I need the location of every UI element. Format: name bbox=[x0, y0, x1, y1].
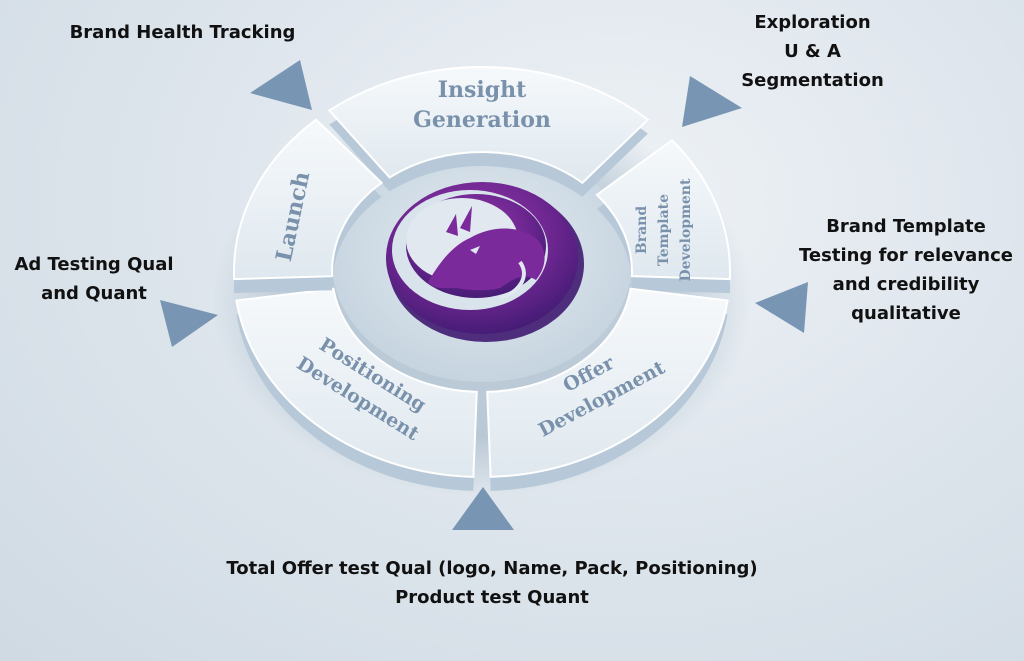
segment-face bbox=[595, 138, 731, 281]
segment-label-line: Brand bbox=[634, 206, 650, 254]
annotation-line: Segmentation bbox=[741, 70, 884, 91]
annotation-line: Brand Health Tracking bbox=[69, 22, 296, 43]
annotation-line: Exploration bbox=[754, 12, 871, 33]
segment-label-line: Development bbox=[678, 178, 694, 281]
arrow-total-offer bbox=[452, 487, 514, 530]
segment-face bbox=[486, 287, 729, 478]
arrow-exploration bbox=[682, 76, 742, 127]
annotation-line: U & A bbox=[784, 41, 841, 62]
annotation-ad-testing: Ad Testing Qual and Quant bbox=[6, 250, 182, 308]
arrow-brand-template-testing bbox=[755, 282, 808, 333]
annotation-line: Testing for relevance bbox=[799, 245, 1013, 266]
annotation-line: Ad Testing Qual bbox=[14, 254, 174, 275]
annotation-line: qualitative bbox=[851, 303, 961, 324]
annotation-brand-health-tracking: Brand Health Tracking bbox=[60, 18, 305, 47]
segment-label-line: Generation bbox=[413, 107, 551, 133]
annotation-total-offer: Total Offer test Qual (logo, Name, Pack,… bbox=[222, 554, 762, 612]
segment-face bbox=[235, 287, 478, 478]
annotation-line: Total Offer test Qual (logo, Name, Pack,… bbox=[226, 558, 758, 579]
annotation-line: Product test Quant bbox=[395, 587, 589, 608]
annotation-line: Brand Template bbox=[826, 216, 986, 237]
segment-brand-template-development: Brand Template Development bbox=[595, 138, 731, 294]
annotation-brand-template-testing: Brand Template Testing for relevance and… bbox=[790, 212, 1022, 328]
segment-launch: Launch bbox=[233, 118, 384, 294]
annotation-line: and credibility bbox=[832, 274, 980, 295]
annotation-line: and Quant bbox=[41, 283, 147, 304]
segment-positioning-development: PositioningDevelopment bbox=[235, 287, 478, 491]
dragon-emblem-icon bbox=[386, 182, 584, 342]
arrows-layer bbox=[160, 60, 808, 530]
segment-label-line: Insight bbox=[438, 77, 527, 103]
segment-face bbox=[233, 118, 384, 281]
arrow-ad-testing bbox=[160, 300, 218, 347]
segment-label: Brand Template Development bbox=[634, 178, 694, 281]
segment-offer-development: OfferDevelopment bbox=[486, 287, 729, 491]
segment-face bbox=[327, 66, 650, 185]
segment-label-line: Template bbox=[656, 194, 672, 266]
arrow-brand-health bbox=[250, 60, 312, 110]
annotation-exploration: Exploration U & A Segmentation bbox=[725, 8, 900, 95]
